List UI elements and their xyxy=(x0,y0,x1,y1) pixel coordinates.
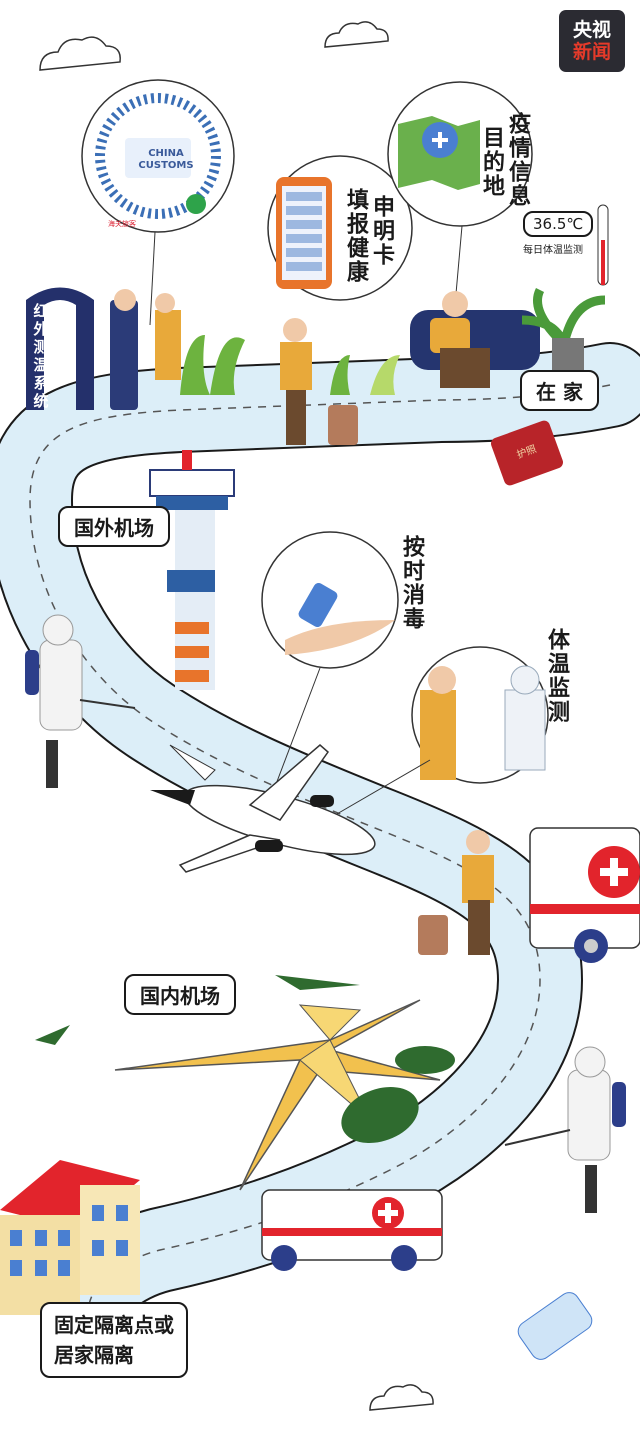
airplane xyxy=(150,744,376,873)
suitcase xyxy=(328,405,358,445)
plant xyxy=(521,287,606,344)
label-quarantine: 固定隔离点或 居家隔离 xyxy=(40,1302,188,1378)
temperature-value: 36.5℃ xyxy=(523,211,594,237)
quarantine-line2: 居家隔离 xyxy=(54,1343,134,1367)
label-home: 在 家 xyxy=(520,370,599,411)
infrared-gate xyxy=(26,287,94,410)
quarantine-building xyxy=(0,1160,140,1315)
fill-report-text: 填报健康 xyxy=(343,188,368,284)
temperature-caption: 每日体温监测 xyxy=(523,245,583,256)
quarantine-line1: 固定隔离点或 xyxy=(54,1313,174,1337)
destination-text: 目的地 xyxy=(479,126,504,198)
disinfect-text: 按时消毒 xyxy=(399,535,424,631)
epidemic-info-text: 疫情信息 xyxy=(505,112,530,208)
label-foreign-airport: 国外机场 xyxy=(58,506,170,547)
domestic-airport-terminal xyxy=(35,975,455,1191)
disinfection-worker xyxy=(504,1046,626,1213)
logo-line2: 新闻 xyxy=(572,41,611,63)
qr-badge: 海关旅客 xyxy=(108,220,136,228)
temperature-check-text: 体温监测 xyxy=(544,628,569,724)
qr-caption: CHINA CUSTOMS xyxy=(138,148,194,171)
control-tower xyxy=(175,500,215,690)
cctv-news-logo: 央视 新闻 xyxy=(559,10,625,72)
infrared-gate-text: 红外测温系统 xyxy=(33,302,49,410)
spray-bottle-icon xyxy=(298,583,338,627)
label-domestic-airport: 国内机场 xyxy=(124,974,236,1015)
face-mask-icon xyxy=(517,1292,593,1360)
cloud-icon xyxy=(39,21,434,1411)
disinfection-worker xyxy=(25,614,136,788)
health-card-text: 申明卡 xyxy=(369,195,394,267)
logo-line1: 央视 xyxy=(572,19,611,41)
